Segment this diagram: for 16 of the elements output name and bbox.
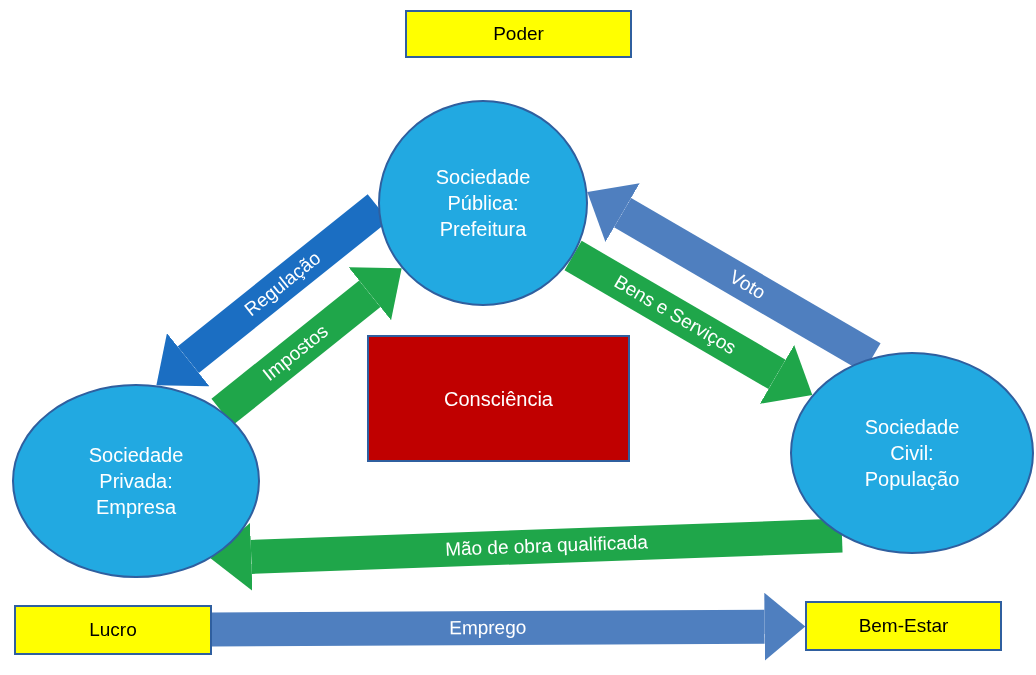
block-arrow bbox=[564, 240, 813, 404]
node-text: Sociedade Civil: População bbox=[863, 415, 961, 492]
edge-label: Emprego bbox=[448, 615, 528, 641]
node-text: Bem-Estar bbox=[858, 613, 949, 638]
concept-box bbox=[367, 335, 630, 462]
node-text: Lucro bbox=[89, 617, 137, 642]
block-arrow bbox=[210, 518, 843, 591]
node-text: Sociedade Pública: Prefeitura bbox=[434, 165, 532, 242]
node-text: Consciência bbox=[444, 386, 553, 412]
node-text: Sociedade Privada: Empresa bbox=[87, 443, 185, 520]
label-box bbox=[14, 605, 212, 655]
edge-label: Mão de obra qualificada bbox=[443, 530, 650, 562]
label-box bbox=[405, 10, 632, 58]
label-box bbox=[805, 601, 1002, 651]
node-text: Poder bbox=[493, 21, 544, 46]
edge-label: Voto bbox=[724, 265, 771, 306]
